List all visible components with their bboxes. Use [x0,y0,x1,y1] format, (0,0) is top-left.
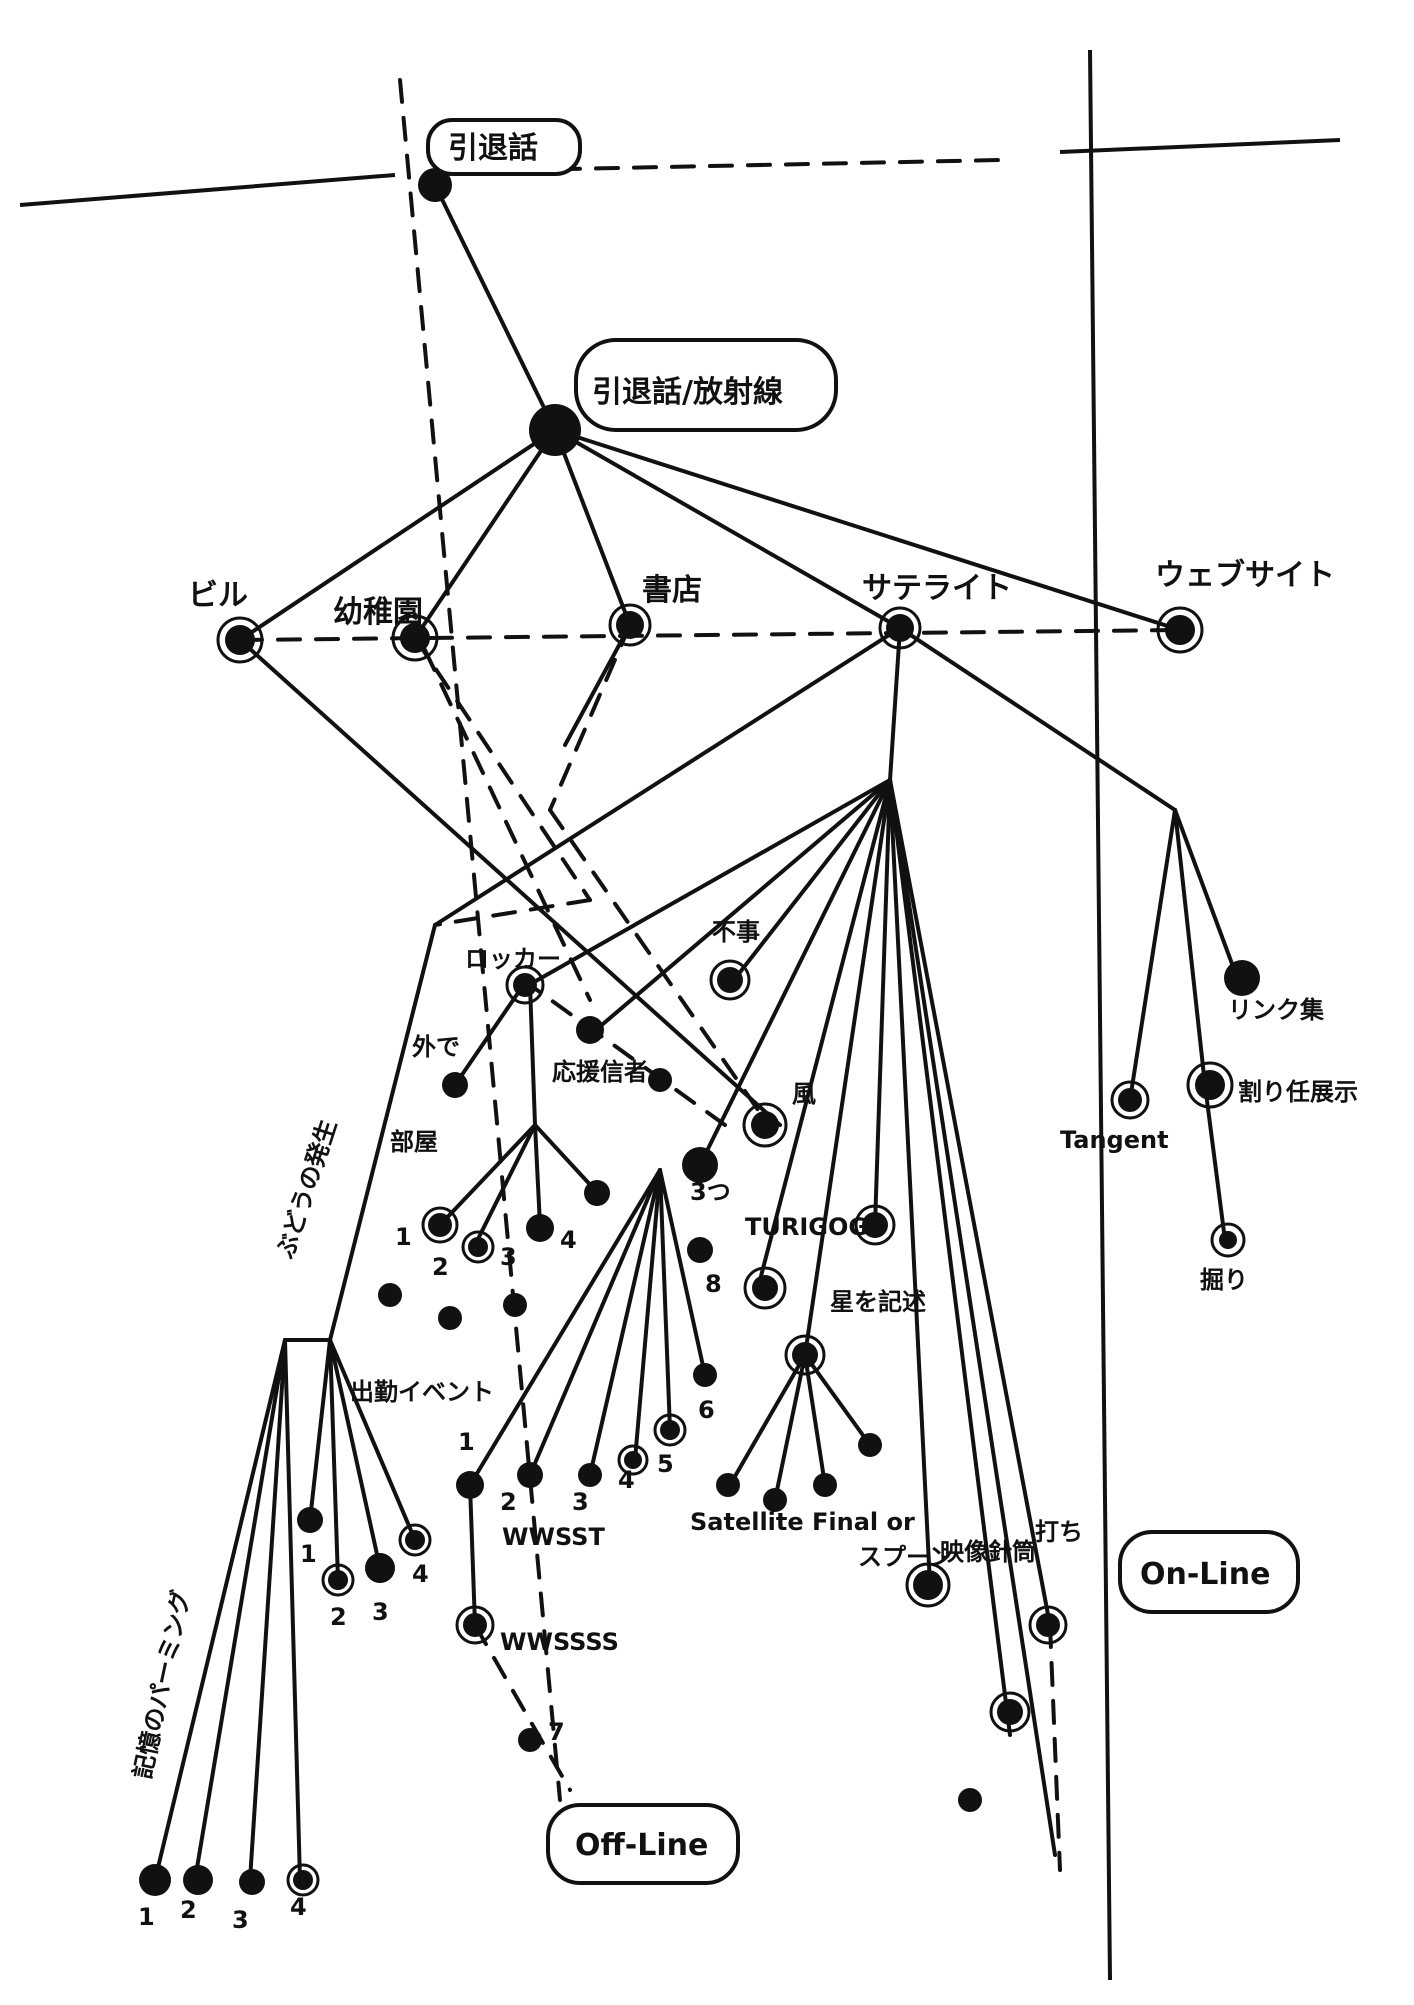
dashed-edges [238,623,1182,1872]
count-label: 4 [618,1466,635,1494]
online-tag-label: On-Line [1140,1557,1270,1592]
fan-counts: 1 2 3 4 5 6 7 8 [458,1270,722,1746]
kindergarten-label: 幼稚園 [333,595,423,630]
turigogo-label: TURIGOGO [745,1213,888,1241]
surface-label: スプーン [858,1543,953,1571]
cut-label: 掘り [1200,1266,1248,1294]
hub-badge: 引退話/放射線 [574,338,838,432]
solid-edges [153,183,1240,1882]
record-label: 星を記述 [830,1288,926,1316]
fuji-label: 不事 [712,918,760,946]
count-label: 1 [395,1223,412,1251]
node-satellite[interactable] [878,606,922,650]
count-label: 4 [412,1560,429,1588]
outside-label: 外で [412,1033,460,1061]
count-label: 8 [705,1270,722,1298]
rocker-label: ロッカー [465,945,561,973]
node-kindergarten[interactable] [391,614,439,662]
satellite-final-label: Satellite Final or [690,1508,915,1536]
node-bookstore[interactable] [608,603,652,647]
room-label: 部屋 [390,1128,438,1156]
wwssss-label: WWSSSS [500,1628,619,1656]
count-label: 2 [180,1896,197,1924]
count-label: 5 [657,1450,674,1478]
count-label: 2 [500,1488,517,1516]
weakness-path-label: 応援信者 [552,1058,648,1086]
count-label: 4 [290,1893,307,1921]
node-building[interactable] [216,616,264,664]
bookstore-label: 書店 [642,573,702,608]
count-label: 7 [548,1718,565,1746]
count-label: 2 [330,1603,347,1631]
satellite-sub-nodes [378,959,1068,1812]
display-label: 割り任展示 [1238,1078,1358,1106]
wwsst-label: WWSST [502,1523,605,1551]
root-badge: 引退話 [426,118,582,176]
node-hub[interactable] [529,404,581,456]
link-label: リンク集 [1228,996,1325,1024]
left-branch-nodes [139,1507,432,1897]
online-tag: On-Line [1118,1530,1300,1614]
count-label: 4 [560,1226,577,1254]
count-label: 3 [232,1906,249,1934]
count-label: 6 [698,1396,715,1424]
video-label: 映像針筒 [940,1538,1036,1566]
count-label: 1 [300,1540,317,1568]
website-sub-nodes [1110,960,1260,1258]
root-label: 引退話 [448,131,538,166]
satellite-label: サテライト [862,571,1012,606]
room-counts: 1 2 3 4 [395,1223,577,1281]
memories-counts: 1 2 3 4 [138,1893,307,1934]
beat-label: 打ち [1035,1518,1083,1546]
count-label: 1 [458,1428,475,1456]
tangent-label: Tangent [1060,1126,1169,1154]
count-label: 3 [500,1243,517,1271]
node-root[interactable] [418,168,452,202]
hub-label: 引退話/放射線 [592,375,783,410]
count-label: 3 [372,1598,389,1626]
node-website[interactable] [1156,606,1204,654]
offline-tag-label: Off-Line [575,1828,708,1863]
count-label: 1 [138,1903,155,1931]
count-label: 3 [572,1488,589,1516]
offline-tag: Off-Line [546,1803,740,1885]
frame-lines [19,49,1341,1981]
count-label: 2 [432,1253,449,1281]
website-label: ウェブサイト [1155,558,1335,593]
building-label: ビル [188,578,248,613]
kaze-label: 風 [792,1080,816,1108]
event-counts: 1 2 3 4 [300,1540,429,1631]
event-label: 出勤イベント [350,1378,494,1406]
appearance-label: ぶどうの発生 [271,1116,342,1263]
three-label: 3つ [690,1178,731,1206]
